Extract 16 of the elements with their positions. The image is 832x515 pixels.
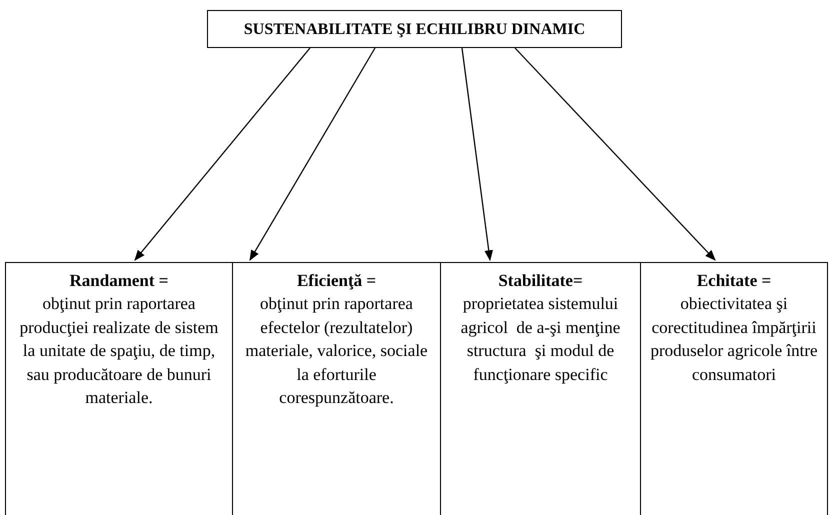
title-box <box>207 10 622 48</box>
arrow <box>514 48 716 261</box>
term-heading: Eficienţă = <box>296 270 376 292</box>
title-text: SUSTENABILITATE ŞI ECHILIBRU DINAMIC <box>244 20 586 40</box>
term-heading: Randament = <box>70 270 168 292</box>
arrow <box>249 48 376 261</box>
definition-text: proprietatea sistemului agricol de a-şi menţine structura şi modul de funcţionare specific <box>460 293 622 386</box>
definition-text: obţinut prin raportarea producţiei realizate de sistem la unitate de spaţiu, de timp, sau producătoare de bunuri materiale. <box>18 293 220 409</box>
arrow <box>461 48 493 262</box>
term-heading: Stabilitate= <box>498 270 583 292</box>
definition-text: obiectivitatea şi corectitudinea împărţirii produselor agricole între consumatori <box>649 293 819 386</box>
definition-cell <box>5 262 233 515</box>
term-heading: Echitate = <box>696 270 772 292</box>
definition-text: obţinut prin raportarea efectelor (rezultatelor) materiale, valorice, sociale la eforturile corespunzătoare. <box>244 293 429 409</box>
arrow <box>134 48 310 261</box>
definition-cell <box>640 262 828 515</box>
